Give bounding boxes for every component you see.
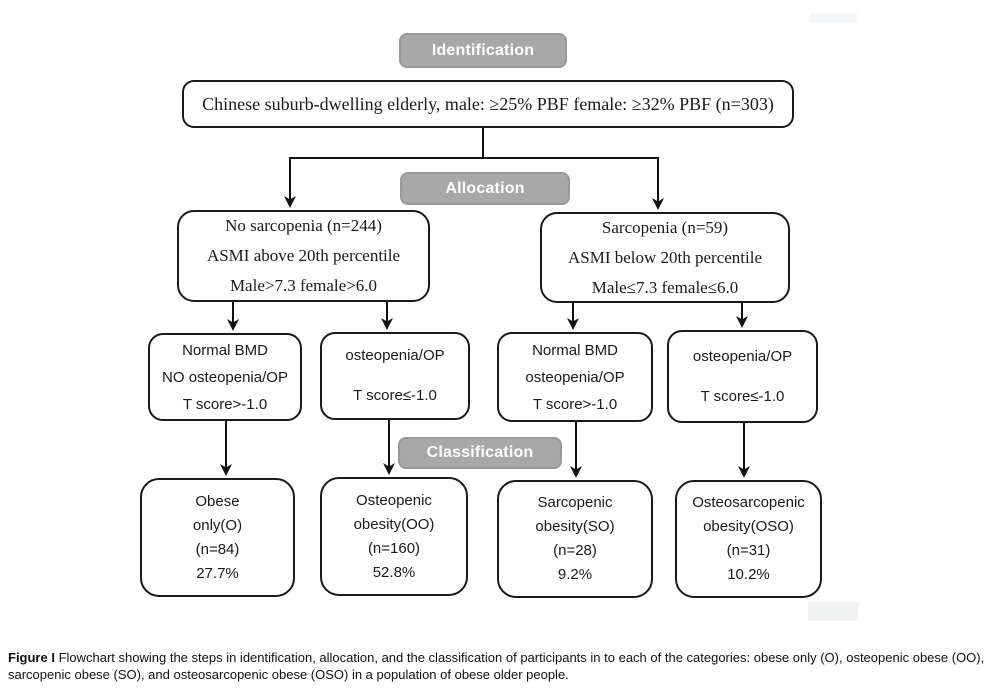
box-line: ASMI above 20th percentile [206, 246, 401, 265]
stage-label-text: Identification [431, 41, 535, 59]
box-line: No sarcopenia (n=244) [225, 216, 382, 235]
box-line: Sarcopenia (n=59) [601, 217, 729, 237]
box-line: T score≤-1.0 [700, 387, 785, 405]
box-line: Male≤7.3 female≤6.0 [591, 277, 739, 297]
node-osteosarcopenic-obesity: Osteosarcopenic obesity(OSO) (n=31) 10.2… [675, 480, 822, 598]
scan-artifact-top [810, 13, 857, 23]
stage-label-identification: Identification [399, 33, 567, 68]
stage-label-allocation: Allocation [400, 172, 570, 205]
box-line: Sarcopenic [537, 494, 613, 511]
box-line: Male>7.3 female>6.0 [229, 276, 378, 295]
box-line: Obese [195, 492, 240, 510]
box-line: Normal BMD [182, 341, 268, 359]
node-osteopenia-op-left: osteopenia/OP T score≤-1.0 [320, 332, 470, 420]
box-line: ASMI below 20th percentile [567, 247, 763, 267]
figure-caption-text: Flowchart showing the steps in identific… [8, 650, 985, 682]
box-line: (n=28) [553, 542, 597, 559]
node-no-sarcopenia: No sarcopenia (n=244) ASMI above 20th pe… [177, 210, 430, 302]
box-line: osteopenia/OP [345, 347, 445, 364]
box-line: T score≤-1.0 [353, 387, 437, 404]
node-normal-bmd-op: Normal BMD osteopenia/OP T score>-1.0 [497, 332, 653, 422]
box-line: Chinese suburb-dwelling elderly, male: ≥… [202, 93, 774, 114]
box-line: osteopenia/OP [692, 347, 793, 365]
box-line: NO osteopenia/OP [162, 368, 288, 386]
node-osteopenic-obesity: Osteopenic obesity(OO) (n=160) 52.8% [320, 477, 468, 596]
box-line: Normal BMD [532, 341, 618, 359]
box-line: (n=31) [726, 542, 771, 559]
box-line: Osteosarcopenic [692, 494, 805, 511]
node-sarcopenia: Sarcopenia (n=59) ASMI below 20th percen… [540, 212, 790, 303]
box-line: obesity(SO) [535, 518, 615, 535]
box-line: obesity(OO) [353, 515, 435, 533]
box-line: obesity(OSO) [703, 518, 794, 535]
node-sarcopenic-obesity: Sarcopenic obesity(SO) (n=28) 9.2% [497, 480, 653, 598]
stage-label-classification: Classification [398, 437, 562, 469]
box-line: T score>-1.0 [182, 395, 268, 413]
figure-caption: Figure I Flowchart showing the steps in … [8, 650, 992, 683]
stage-label-text: Classification [426, 444, 534, 461]
node-normal-bmd-no-op: Normal BMD NO osteopenia/OP T score>-1.0 [148, 333, 302, 421]
box-line: 9.2% [557, 566, 593, 583]
box-line: (n=84) [195, 540, 240, 558]
stage-label-text: Allocation [445, 179, 525, 197]
box-line: T score>-1.0 [532, 395, 618, 413]
box-line: (n=160) [367, 539, 421, 557]
node-osteopenia-op-right: osteopenia/OP T score≤-1.0 [667, 330, 818, 423]
box-line: osteopenia/OP [525, 368, 625, 386]
box-line: 10.2% [727, 566, 770, 583]
box-line: only(O) [192, 516, 243, 534]
box-line: 27.7% [196, 564, 239, 582]
box-line: 52.8% [372, 563, 416, 581]
node-participants: Chinese suburb-dwelling elderly, male: ≥… [182, 80, 794, 128]
node-obese-only: Obese only(O) (n=84) 27.7% [140, 478, 295, 597]
scan-artifact-bottom [808, 602, 858, 621]
box-line: Osteopenic [356, 491, 432, 509]
figure-caption-label: Figure I [8, 650, 59, 665]
